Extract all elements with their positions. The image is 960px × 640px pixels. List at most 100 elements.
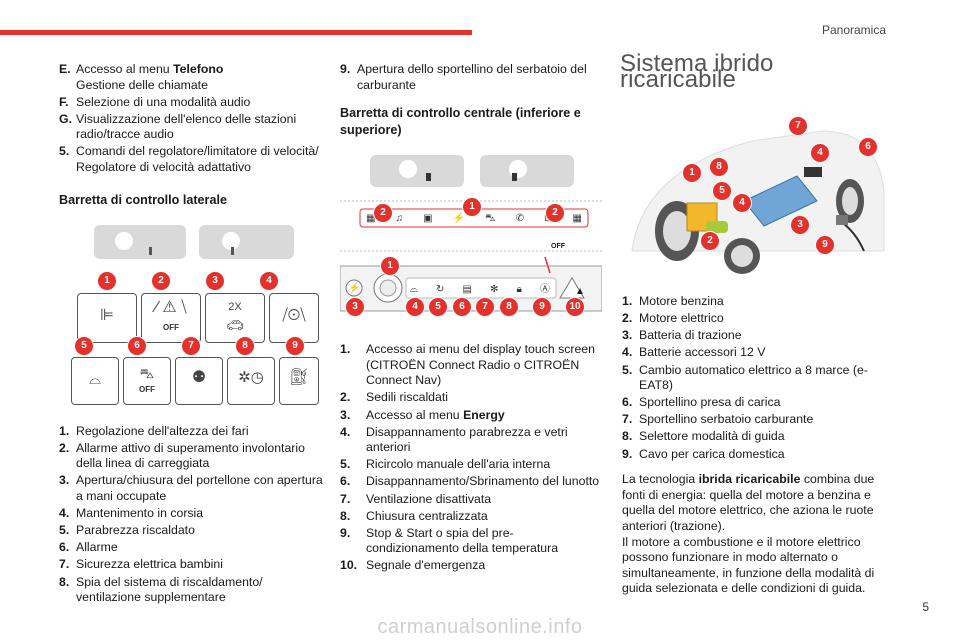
item-text-part: Batteria di trazione	[639, 328, 742, 343]
item-text-part: Mantenimento in corsia	[76, 506, 204, 521]
item-text-part: Apertura dello sportellino del serbatoio…	[357, 62, 587, 92]
item-text: Selettore modalità di guida	[639, 429, 894, 445]
list-item: 3.Apertura/chiusura del portellone con a…	[59, 473, 324, 504]
item-text-part: Cambio automatico elettrico a 8 marce (e…	[639, 362, 868, 393]
callout-badge: 5	[712, 181, 732, 202]
music-note-icon[interactable]: ♫	[395, 213, 404, 225]
list-item: 4.Mantenimento in corsia	[59, 506, 324, 522]
center-bar-figure: ▦ ♫ ▣ ⚡ ⛍ ✆ ⊞ ▦ OFF ⌓ ↻ ▤ ✻ 🔒︎ Ⓐ ⚡ ▲ 212…	[340, 151, 602, 327]
item-text-part: Comandi del regolatore/limitatore di vel…	[76, 144, 319, 175]
item-text-part: Ricircolo manuale dell'aria interna	[366, 457, 551, 472]
callout-badge: 7	[181, 335, 201, 356]
rear-defrost-icon[interactable]: ▤	[462, 284, 472, 296]
list-item: 4.Batterie accessori 12 V	[622, 345, 894, 361]
item-number: 3.	[59, 473, 70, 488]
list-item: 7.Sicurezza elettrica bambini	[59, 557, 324, 573]
list-item: 3. Accesso al menu Energy	[340, 408, 602, 424]
item-number: 8.	[59, 574, 70, 589]
list-item: 5.Comandi del regolatore/limitatore di v…	[59, 144, 324, 175]
phone-icon[interactable]: ✆	[515, 213, 524, 225]
callout-badge: 3	[205, 270, 225, 291]
fan-off-icon[interactable]: ✻	[490, 284, 499, 296]
item-text-part: Regolazione dell'altezza dei fari	[76, 423, 249, 438]
item-text: Accesso al menu Energy	[366, 408, 602, 424]
list-item: E.Accesso al menu Telefono Gestione dell…	[59, 62, 324, 93]
item-text-bold: Energy	[463, 407, 505, 422]
item-text: Chiusura centralizzata	[366, 509, 602, 525]
item-text: Disappannamento parabrezza e vetri anter…	[366, 425, 602, 456]
hazard-icon[interactable]: ▲	[575, 286, 585, 298]
item-text: Stop & Start o spia del pre-condizioname…	[366, 526, 602, 557]
item-number: 7.	[622, 412, 633, 427]
energy-button-icon[interactable]: ⚡	[348, 283, 361, 295]
para1-bold: ibrida ricaricabile	[698, 472, 801, 487]
list-item: 7.Ventilazione disattivata	[340, 492, 602, 508]
item-text: Parabrezza riscaldato	[76, 523, 324, 539]
item-text: Motore benzina	[639, 294, 894, 310]
item-text: Sicurezza elettrica bambini	[76, 557, 324, 573]
energy-icon[interactable]: ⚡	[452, 213, 466, 225]
list-item: 5.Parabrezza riscaldato	[59, 523, 324, 539]
item-text-part: Allarme attivo di superamento involontar…	[76, 440, 305, 471]
callout-badge: 6	[127, 335, 147, 356]
callout-badge: 2	[373, 203, 393, 224]
item-text: Segnale d'emergenza	[366, 558, 602, 574]
item-text-part: Allarme	[76, 540, 118, 555]
item-text-part: Motore benzina	[639, 294, 724, 309]
item-text: Motore elettrico	[639, 311, 894, 327]
subtitle-center-bar: Barretta di controllo centrale (inferior…	[340, 106, 581, 138]
tile-alarm[interactable]: ⛍ OFF	[123, 356, 171, 405]
tile-tailgate[interactable]: 2X 🚗︎	[205, 292, 265, 343]
heated-seat-right-icon[interactable]: ▦	[572, 213, 582, 225]
tile-aux-heating[interactable]: ✲◷	[227, 356, 275, 405]
list-item: 10.Segnale d'emergenza	[340, 558, 602, 574]
item-number: 8.	[622, 429, 633, 444]
radio-icon[interactable]: ▣	[423, 213, 433, 225]
defrost-front-icon[interactable]: ⌓	[410, 284, 418, 296]
item-number: 3.	[622, 328, 633, 343]
item-text-part: Spia del sistema di riscaldamento/ venti…	[76, 574, 263, 605]
item-number: 5.	[622, 362, 633, 377]
item-text: Disappannamento/Sbrinamento del lunotto	[366, 474, 602, 490]
list-item: G.Visualizzazione dell'elenco delle staz…	[59, 112, 324, 143]
tile-heated-windscreen[interactable]: ⌓	[71, 356, 119, 405]
tailgate-label: 2X	[228, 300, 242, 313]
tile-lane-departure[interactable]: ⁄ ⚠ ⧹ OFF	[141, 292, 201, 343]
item-text: Ricircolo manuale dell'aria interna	[366, 457, 602, 473]
list-item: 9.Apertura dello sportellino del serbato…	[340, 62, 602, 93]
list-item: 9.Cavo per carica domestica	[622, 447, 894, 463]
item-text-part: Cavo per carica domestica	[639, 446, 785, 461]
column-left: E.Accesso al menu Telefono Gestione dell…	[59, 62, 324, 607]
item-number: 6.	[59, 540, 70, 555]
lane-departure-icon: ⁄ ⚠ ⧹	[155, 298, 187, 316]
tile-headlamp-height[interactable]: ⊫	[77, 292, 137, 343]
item-text-part: Disappannamento parabrezza e vetri anter…	[366, 424, 568, 455]
item-number: 9.	[340, 525, 351, 540]
item-number: E.	[59, 62, 71, 76]
item-text: Batterie accessori 12 V	[639, 345, 894, 361]
list-top: E.Accesso al menu Telefono Gestione dell…	[59, 62, 324, 176]
item-text-part: Chiusura centralizzata	[366, 508, 488, 523]
lock-icon[interactable]: 🔒︎	[516, 284, 522, 296]
list-center-bar: 1.Accesso ai menu del display touch scre…	[340, 342, 602, 574]
list-item: 1.Motore benzina	[622, 294, 894, 310]
callout-badge: 4	[732, 193, 752, 214]
item-text-part: Parabrezza riscaldato	[76, 523, 195, 538]
car-icon[interactable]: ⛍	[485, 213, 496, 225]
item-number: 3.	[340, 407, 351, 422]
list-item: 3. Batteria di trazione	[622, 328, 894, 344]
tile-fuel-flap[interactable]: ⛽︎	[279, 356, 319, 405]
tile-child-lock[interactable]: ⚉	[175, 356, 223, 405]
callout-badge: 6	[858, 137, 878, 158]
item-text: Regolazione dell'altezza dei fari	[76, 424, 324, 440]
recirculation-icon[interactable]: ↻	[436, 284, 445, 296]
list-item: 4.Disappannamento parabrezza e vetri ant…	[340, 425, 602, 456]
alarm-car-icon: ⛍	[139, 364, 155, 381]
item-text-part: Sportellino serbatoio carburante	[639, 412, 814, 427]
stop-start-icon[interactable]: Ⓐ	[539, 284, 550, 296]
tile-lane-keeping[interactable]: ⧸⊙⧹	[269, 292, 319, 343]
callout-badge: 4	[405, 297, 425, 318]
heated-seat-left-icon[interactable]: ▦	[366, 213, 376, 225]
item-text-part: Selettore modalità di guida	[639, 429, 785, 444]
